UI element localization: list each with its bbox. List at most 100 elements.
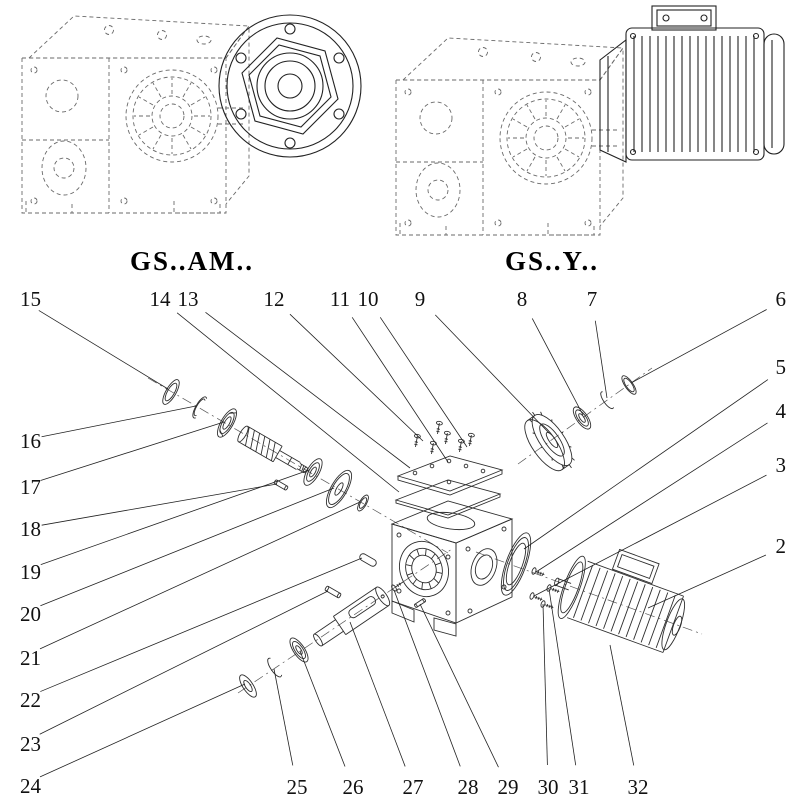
- model-label-gs-y: GS..Y..: [505, 246, 599, 276]
- callout-number-11: 11: [330, 287, 350, 311]
- cover-bolt: [412, 433, 422, 448]
- leader-line-16: [41, 405, 197, 438]
- cover-bolt: [442, 430, 452, 445]
- callout-number-29: 29: [498, 775, 519, 799]
- gs-y-figure: GS..Y..: [395, 5, 785, 276]
- callout-number-12: 12: [264, 287, 285, 311]
- leader-line-11: [351, 317, 449, 463]
- motor-axis-centerline: [475, 551, 703, 635]
- leader-line-22: [40, 557, 363, 692]
- bearing: [289, 637, 309, 663]
- model-label-gs-am: GS..AM..: [130, 246, 254, 276]
- callout-number-7: 7: [587, 287, 598, 311]
- callout-number-16: 16: [20, 429, 41, 453]
- callout-number-14: 14: [150, 287, 172, 311]
- worm-gear: [524, 411, 575, 472]
- cover-bolt: [434, 420, 444, 435]
- callout-number-18: 18: [20, 517, 41, 541]
- top-cover: [396, 455, 504, 496]
- callout-number-6: 6: [776, 287, 787, 311]
- bolt: [391, 581, 404, 592]
- callout-number-26: 26: [343, 775, 364, 799]
- leader-line-13: [205, 312, 411, 469]
- pin: [414, 598, 426, 608]
- output-axis-centerline: [237, 548, 453, 694]
- callout-number-4: 4: [776, 399, 787, 423]
- leader-line-15: [38, 310, 169, 390]
- stud-screw: [528, 591, 544, 604]
- callout-number-8: 8: [517, 287, 528, 311]
- leader-line-20: [40, 487, 335, 607]
- callout-number-31: 31: [569, 775, 590, 799]
- pin: [324, 585, 342, 599]
- circlip: [267, 657, 283, 678]
- leader-line-10: [379, 317, 468, 448]
- key: [359, 553, 377, 567]
- leader-line-12: [289, 313, 424, 442]
- callout-number-19: 19: [20, 560, 41, 584]
- circlip: [192, 396, 208, 419]
- worm-shaft: [237, 425, 308, 474]
- leader-line-9: [434, 314, 550, 434]
- gear-housing: [390, 500, 514, 637]
- leader-line-28: [393, 589, 461, 767]
- leader-line-25: [273, 668, 294, 766]
- callout-number-22: 22: [20, 688, 41, 712]
- leader-line-23: [39, 590, 329, 735]
- leader-line-6: [630, 309, 767, 384]
- motor: [554, 548, 686, 653]
- callout-number-30: 30: [538, 775, 559, 799]
- exploded-view: [147, 367, 703, 698]
- callout-number-24: 24: [20, 774, 42, 798]
- callout-number-28: 28: [458, 775, 479, 799]
- small-ring: [357, 494, 369, 512]
- leader-line-21: [39, 501, 361, 650]
- callout-number-27: 27: [403, 775, 424, 799]
- leader-line-4: [535, 422, 768, 573]
- gearbox-outline: [21, 15, 250, 214]
- leader-line-3: [533, 474, 767, 597]
- circlip: [600, 391, 614, 410]
- leader-line-2: [647, 554, 767, 609]
- input-axis-centerline: [147, 377, 449, 554]
- leader-line-5: [523, 379, 769, 550]
- leader-line-19: [40, 469, 310, 566]
- leader-line-31: [548, 588, 577, 766]
- leader-line-26: [299, 650, 346, 767]
- pin: [273, 479, 289, 491]
- callout-number-25: 25: [287, 775, 308, 799]
- leader-line-27: [349, 621, 406, 767]
- leader-line-32: [609, 644, 635, 766]
- washer: [239, 674, 257, 698]
- output-shaft: [313, 586, 391, 647]
- callout-number-23: 23: [20, 732, 41, 756]
- cover-gasket: [394, 479, 502, 519]
- leader-line-8: [531, 318, 584, 416]
- callout-number-10: 10: [358, 287, 379, 311]
- callout-number-15: 15: [20, 287, 41, 311]
- flange-seal-ring: [500, 532, 532, 596]
- cover-bolt: [466, 432, 476, 447]
- seal-ring: [162, 379, 180, 405]
- leader-line-7: [594, 320, 608, 399]
- leader-line-17: [40, 421, 225, 481]
- callout-number-13: 13: [178, 287, 199, 311]
- callout-number-32: 32: [628, 775, 649, 799]
- gearbox-outline: [395, 37, 624, 236]
- leader-line-14: [176, 312, 400, 493]
- bearing: [303, 458, 323, 486]
- leader-line-24: [39, 683, 246, 778]
- callout-number-20: 20: [20, 602, 41, 626]
- gs-am-figure: GS..AM..: [21, 14, 362, 276]
- callout-number-17: 17: [20, 475, 41, 499]
- bearing: [217, 408, 237, 438]
- leader-line-30: [542, 603, 548, 766]
- callout-number-3: 3: [776, 453, 787, 477]
- leader-line-29: [419, 603, 499, 768]
- output-flange-icon: [218, 14, 362, 158]
- callout-number-9: 9: [415, 287, 426, 311]
- ring: [621, 375, 637, 395]
